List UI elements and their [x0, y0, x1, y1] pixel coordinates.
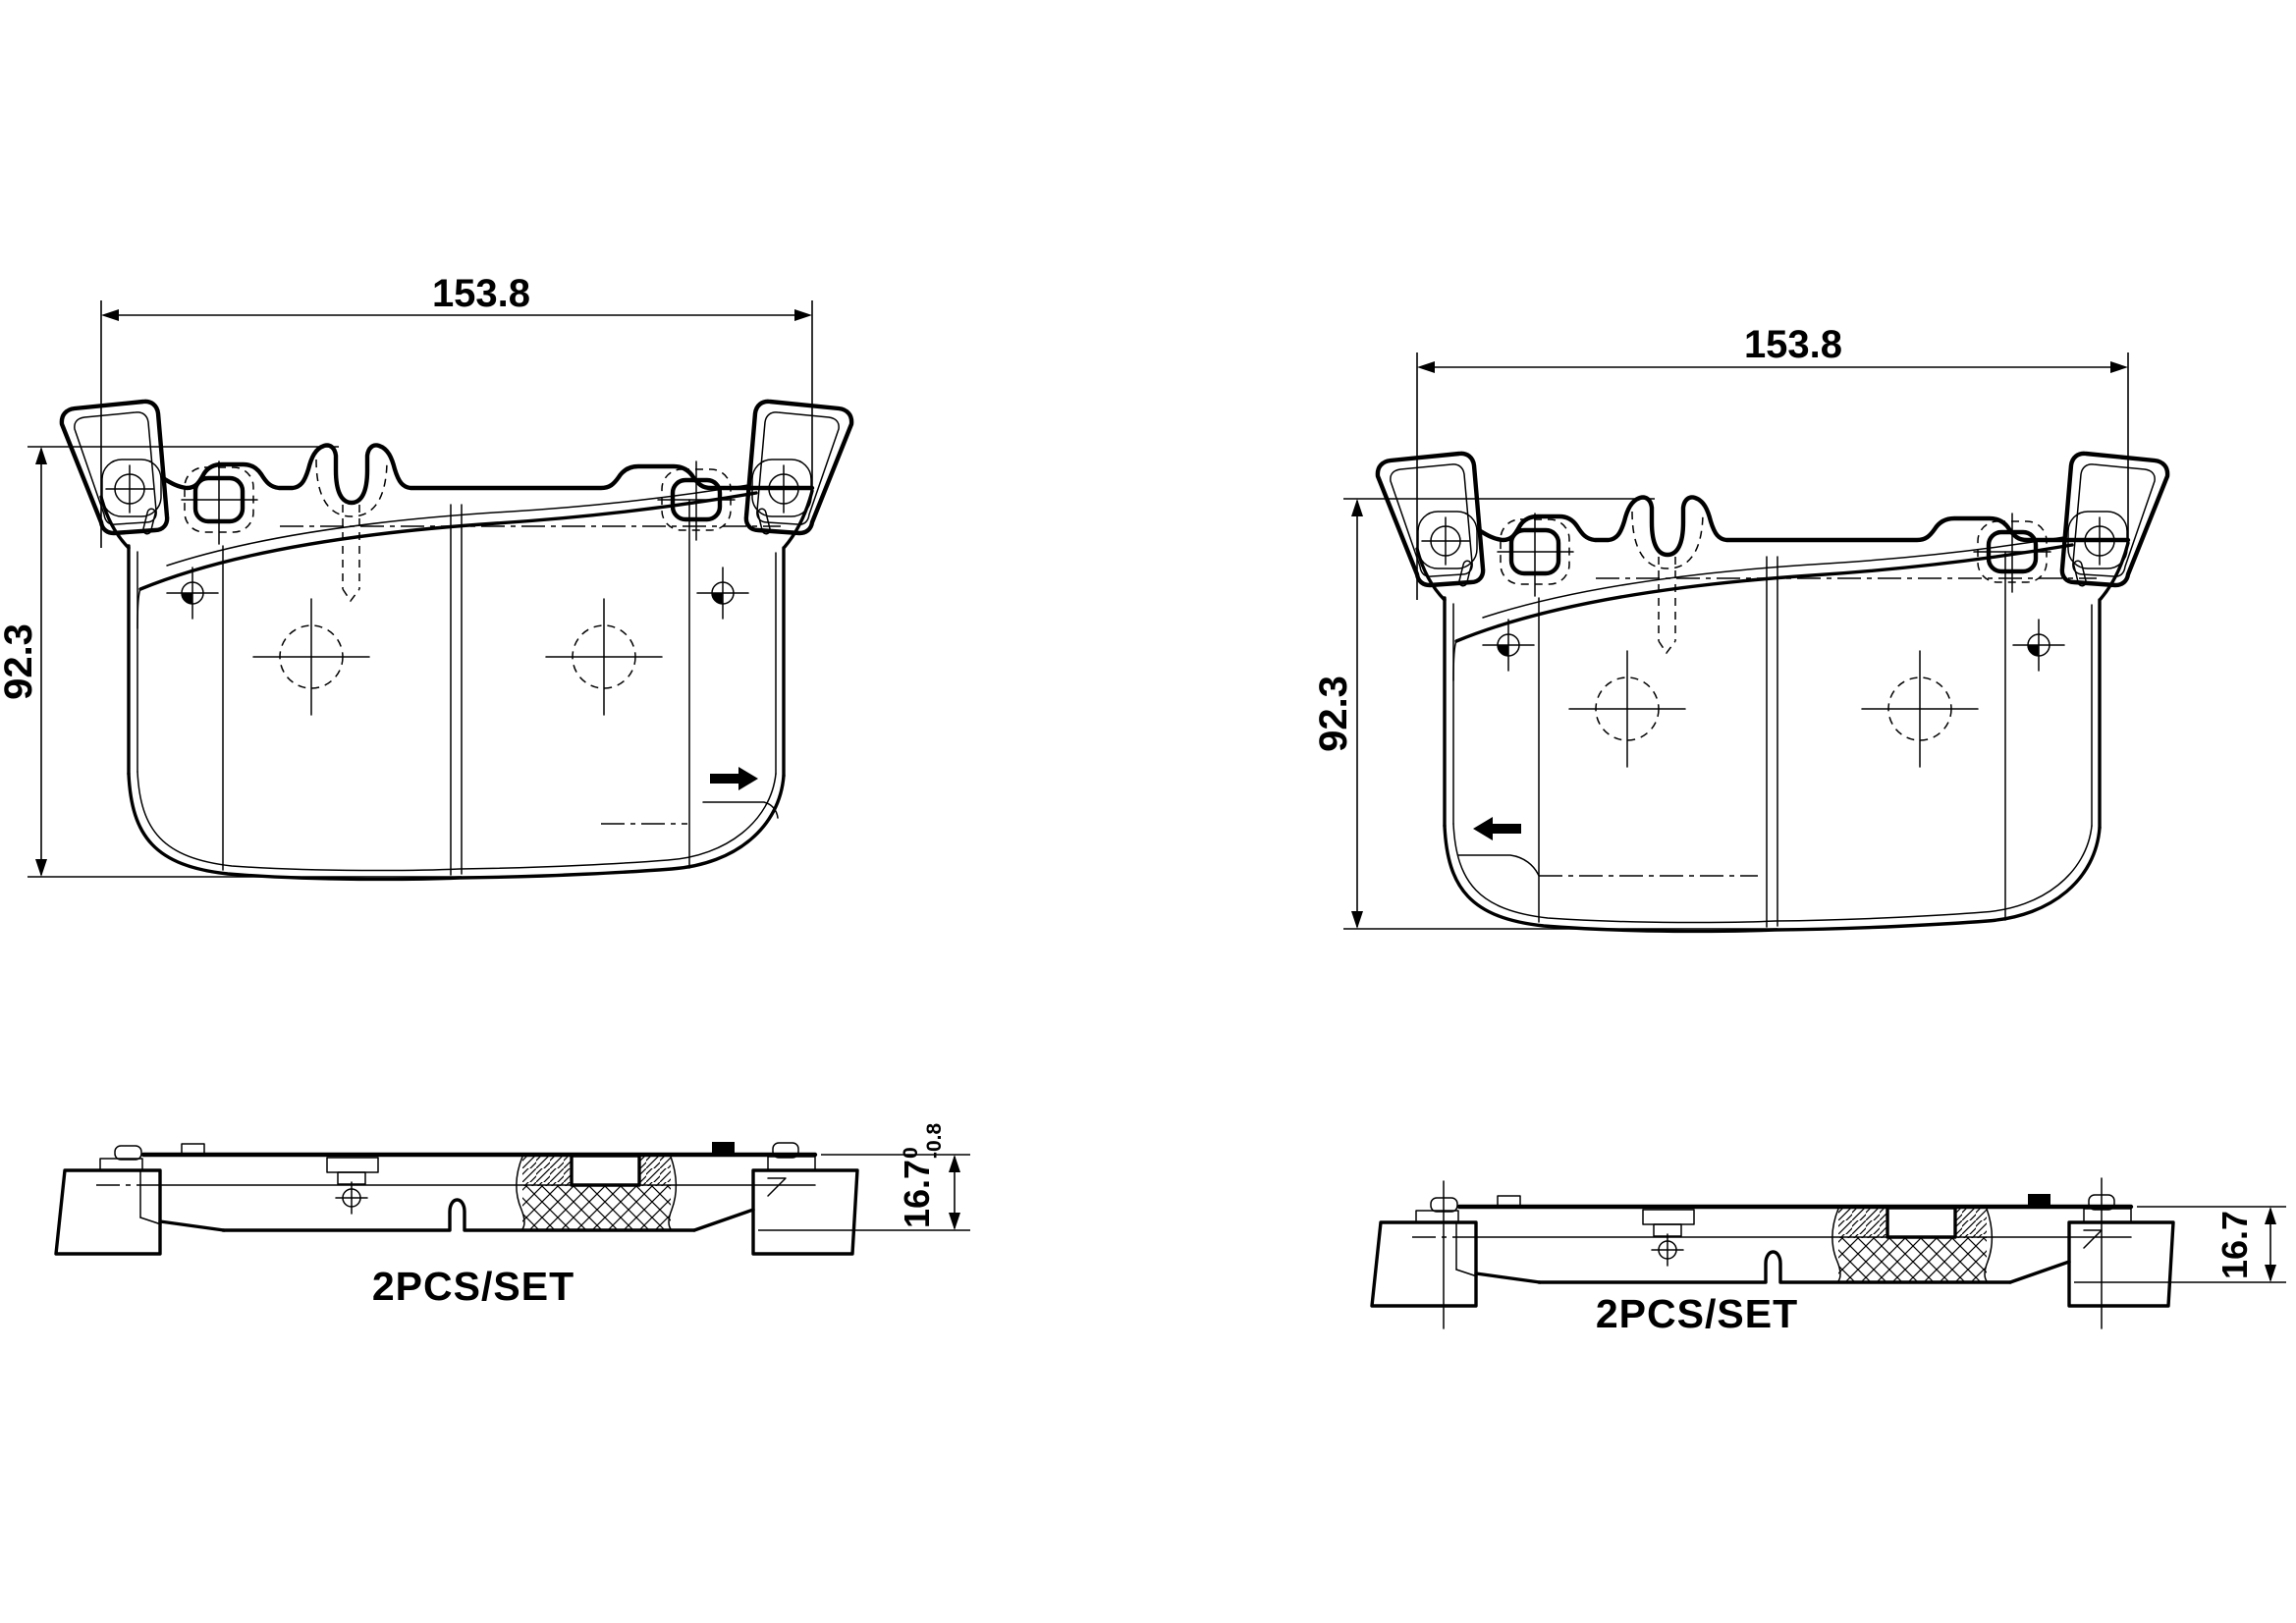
- height-dimension-label: 92.3: [0, 623, 40, 700]
- front-view-left-pad: 153.8 92.3: [0, 272, 851, 879]
- width-dimension-label: 153.8: [432, 272, 530, 315]
- thickness-dimension-label: 16.7: [897, 1160, 937, 1228]
- height-dimension-label: 92.3: [1312, 676, 1355, 752]
- direction-arrow-left-icon: [1473, 817, 1521, 840]
- side-view-right-pad: 16.7 2PCS/SET: [1372, 1177, 2286, 1336]
- pieces-per-set-label: 2PCS/SET: [372, 1264, 574, 1309]
- thickness-dimension-label: 16.7: [2214, 1211, 2255, 1279]
- thickness-tolerance-upper: 0: [900, 1147, 922, 1159]
- direction-arrow-right-icon: [710, 767, 758, 790]
- thickness-tolerance-lower: -0.8: [923, 1122, 946, 1159]
- pieces-per-set-label: 2PCS/SET: [1596, 1291, 1798, 1336]
- side-view-left-pad: 16.7 0 -0.8 2PCS/SET: [56, 1122, 970, 1309]
- width-dimension-label: 153.8: [1744, 323, 1842, 366]
- front-view-right-pad: 153.8 92.3: [1312, 323, 2167, 931]
